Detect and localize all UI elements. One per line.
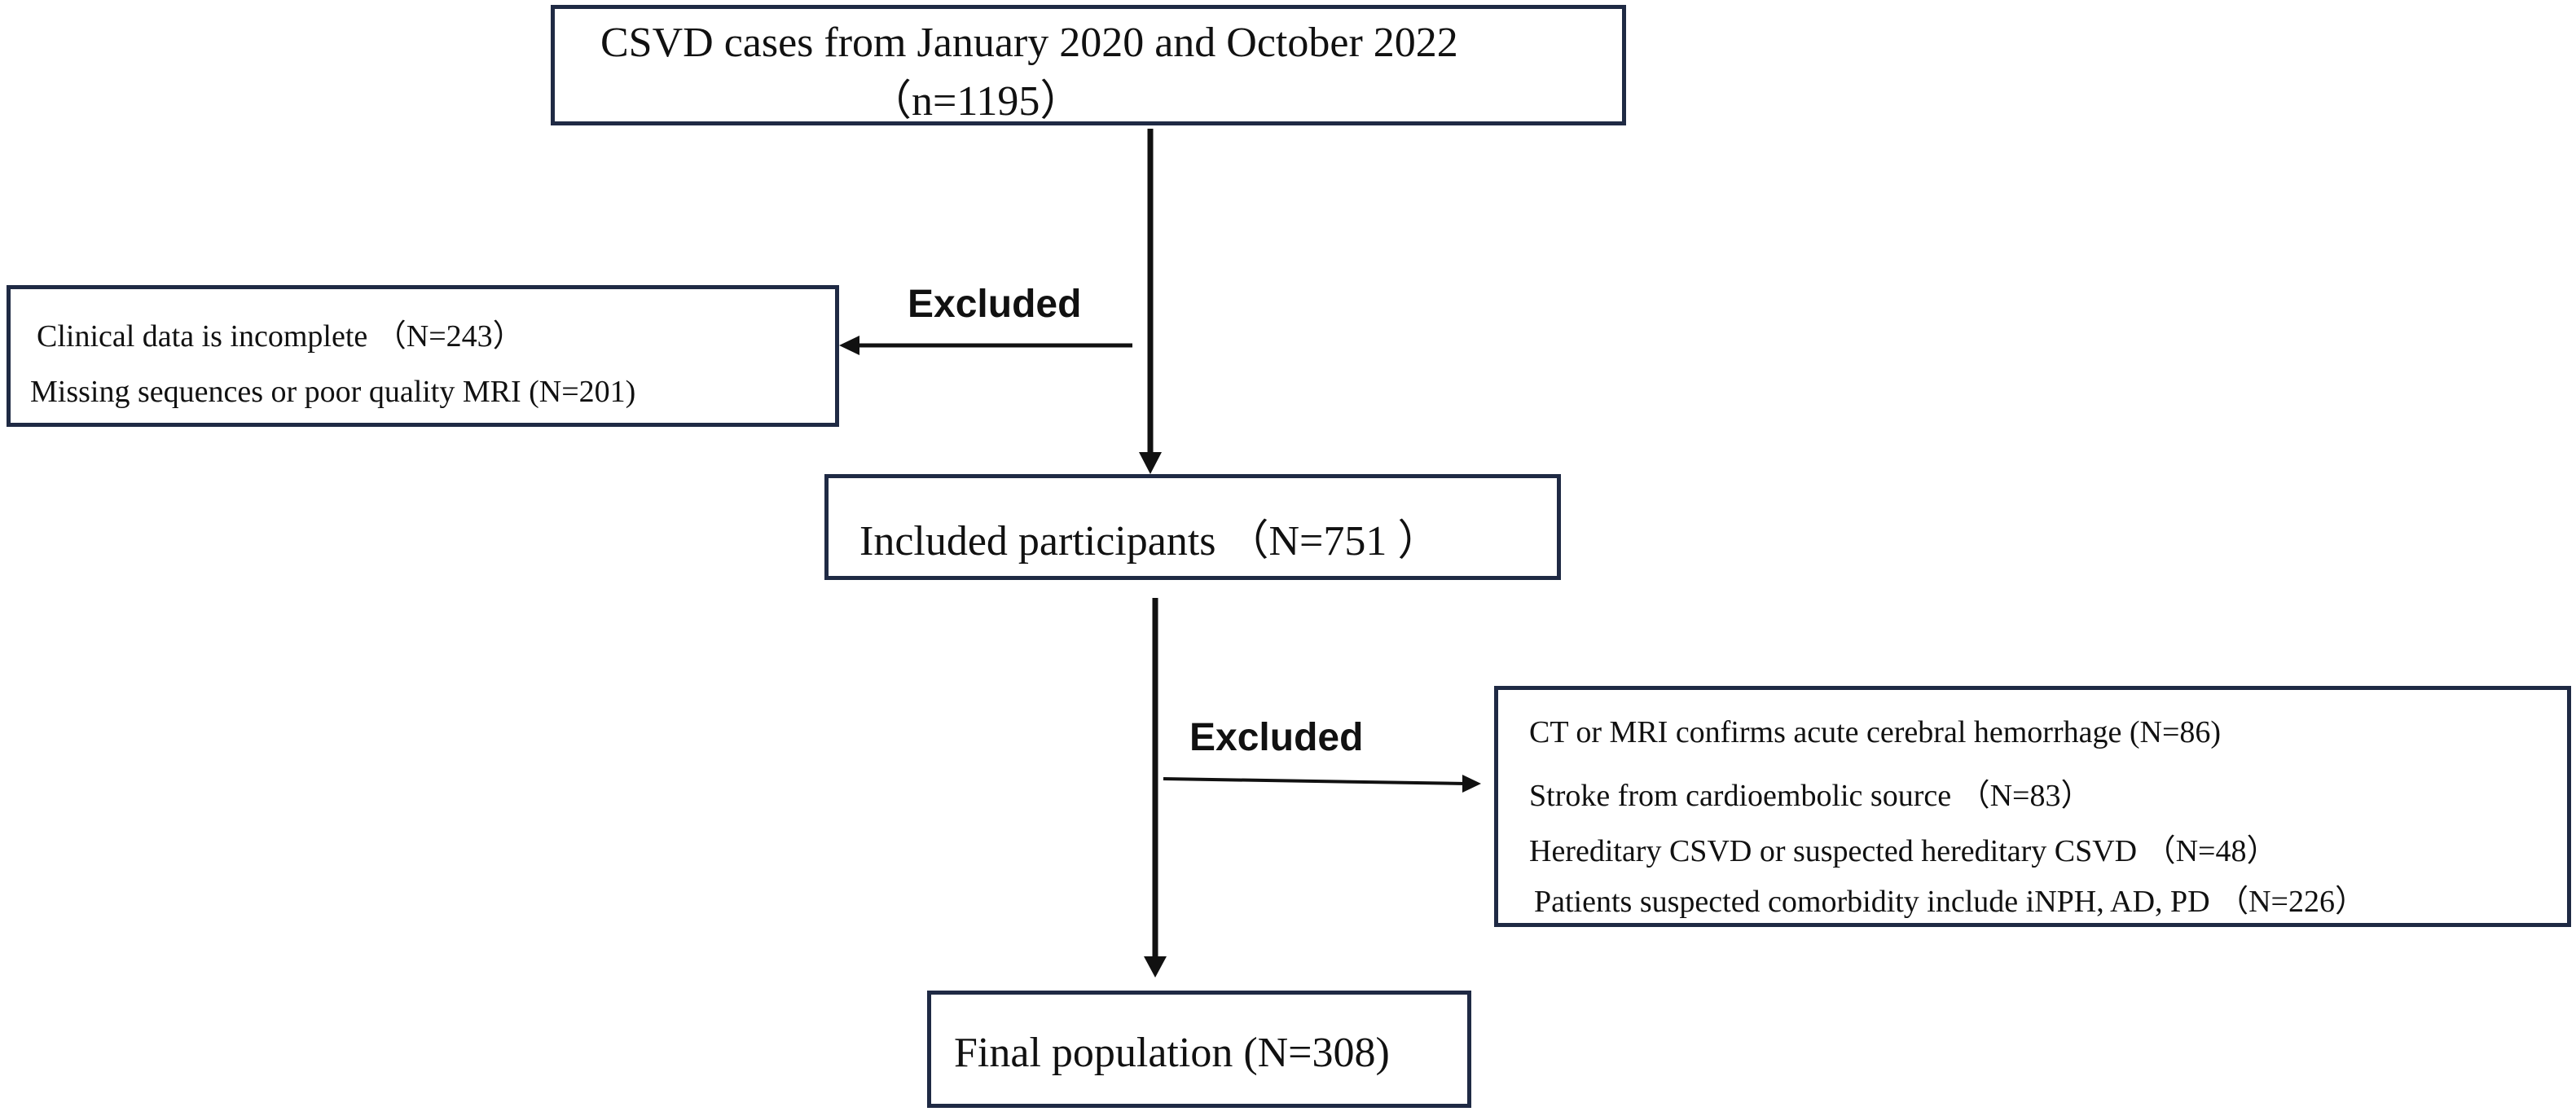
final-box-text: Final population (N=308)	[954, 1030, 1390, 1076]
start-box: CSVD cases from January 2020 and October…	[551, 5, 1626, 125]
arrowhead-final	[1144, 956, 1167, 978]
arrow-to-exclusion-2	[1163, 777, 1467, 785]
included-box: Included participants （N=751 ）	[824, 474, 1561, 580]
exclusion-2-item-3: Patients suspected comorbidity include i…	[1534, 885, 2366, 919]
exclusion-1-item-1: Missing sequences or poor quality MRI (N…	[30, 375, 636, 409]
arrowhead-included	[1139, 452, 1162, 474]
exclusion-box-2: CT or MRI confirms acute cerebral hemorr…	[1494, 686, 2571, 927]
excluded-label-2: Excluded	[1189, 716, 1364, 759]
start-box-title: CSVD cases from January 2020 and October…	[600, 20, 1458, 66]
exclusion-2-item-0: CT or MRI confirms acute cerebral hemorr…	[1529, 715, 2222, 749]
exclusion-2-item-1: Stroke from cardioembolic source （N=83）	[1529, 779, 2092, 813]
exclusion-2-item-2: Hereditary CSVD or suspected hereditary …	[1529, 834, 2278, 868]
final-box: Final population (N=308)	[927, 991, 1471, 1108]
exclusion-1-item-0: Clinical data is incomplete （N=243）	[37, 319, 524, 354]
arrowhead-exclusion-1	[839, 336, 859, 355]
start-box-count: （n=1195）	[869, 78, 1083, 125]
included-box-text: Included participants （N=751 ）	[859, 518, 1440, 565]
excluded-label-1: Excluded	[908, 283, 1082, 326]
exclusion-box-1: Clinical data is incomplete （N=243） Miss…	[7, 285, 839, 427]
arrowhead-exclusion-2	[1462, 775, 1481, 793]
